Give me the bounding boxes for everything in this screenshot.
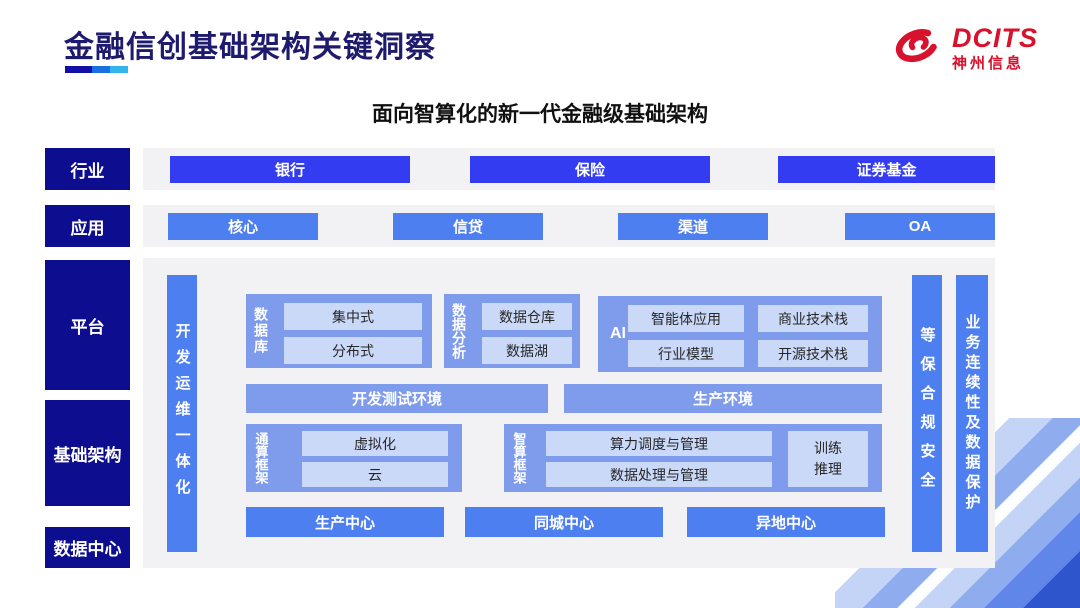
application-band: 核心 信贷 渠道 OA (143, 205, 995, 247)
layer-label-datacenter: 数据中心 (45, 527, 130, 568)
logo-company-text: 神州信息 (952, 55, 1025, 72)
security-bar: 等保合规安全 (912, 275, 942, 552)
analytics-group: 数据分析 数据仓库 数据湖 (444, 294, 580, 368)
devops-bar: 开发运维一体化 (167, 275, 197, 552)
database-group-label: 数据库 (253, 307, 269, 355)
analytics-group-label: 数据分析 (451, 303, 467, 359)
general-compute-label: 通算框架 (253, 432, 269, 484)
app-item-oa: OA (845, 213, 995, 240)
app-item-channel: 渠道 (618, 213, 768, 240)
general-compute-group: 通算框架 虚拟化 云 (246, 424, 462, 492)
database-group: 数据库 集中式 分布式 (246, 294, 432, 368)
training-inference-text: 训练推理 (813, 440, 842, 477)
layer-label-infrastructure: 基础架构 (45, 400, 130, 506)
ai-group-label: AI (610, 325, 626, 342)
industry-band: 银行 保险 证券基金 (143, 148, 995, 190)
center-remote: 异地中心 (687, 507, 885, 537)
ai-group: AI 智能体应用 商业技术栈 行业模型 开源技术栈 (598, 296, 882, 372)
underline-segment (92, 66, 110, 73)
layer-label-industry: 行业 (45, 148, 130, 190)
industry-item-securities: 证券基金 (778, 156, 995, 183)
ai-item-industry-model: 行业模型 (628, 340, 744, 367)
ai-compute-item-dataproc: 数据处理与管理 (546, 462, 772, 487)
database-item-centralized: 集中式 (284, 303, 422, 330)
platform-container: 开发运维一体化 数据库 集中式 分布式 数据分析 数据仓库 数据湖 AI 智能体… (143, 258, 995, 568)
ai-item-commercial-stack: 商业技术栈 (758, 305, 868, 332)
ai-compute-label: 智算框架 (511, 432, 527, 484)
database-item-distributed: 分布式 (284, 337, 422, 364)
compute-item-cloud: 云 (302, 462, 448, 487)
layer-label-platform: 平台 (45, 260, 130, 390)
analytics-item-warehouse: 数据仓库 (482, 303, 572, 330)
continuity-bar: 业务连续性及数据保护 (956, 275, 988, 552)
logo-brand-text: DCITS (952, 23, 1038, 53)
devtest-env-bar: 开发测试环境 (246, 384, 548, 413)
page-title: 金融信创基础架构关键洞察 (64, 31, 436, 64)
diagram-subtitle: 面向智算化的新一代金融级基础架构 (372, 103, 708, 126)
app-item-core: 核心 (168, 213, 318, 240)
layer-label-application: 应用 (45, 205, 130, 247)
underline-segment (65, 66, 92, 73)
industry-item-bank: 银行 (170, 156, 410, 183)
ai-item-agent-app: 智能体应用 (628, 305, 744, 332)
underline-segment (110, 66, 128, 73)
dcits-swirl-icon (888, 22, 944, 75)
production-env-bar: 生产环境 (564, 384, 882, 413)
center-samecity: 同城中心 (465, 507, 663, 537)
ai-compute-item-scheduling: 算力调度与管理 (546, 431, 772, 456)
center-production: 生产中心 (246, 507, 444, 537)
app-item-credit: 信贷 (393, 213, 543, 240)
dcits-logo: DCITS 神州信息 (888, 18, 1058, 78)
ai-compute-item-training: 训练推理 (788, 431, 868, 487)
ai-compute-group: 智算框架 算力调度与管理 数据处理与管理 训练推理 (504, 424, 882, 492)
title-underline (65, 66, 128, 73)
ai-item-opensource-stack: 开源技术栈 (758, 340, 868, 367)
compute-item-virtualization: 虚拟化 (302, 431, 448, 456)
industry-item-insurance: 保险 (470, 156, 710, 183)
analytics-item-lake: 数据湖 (482, 337, 572, 364)
